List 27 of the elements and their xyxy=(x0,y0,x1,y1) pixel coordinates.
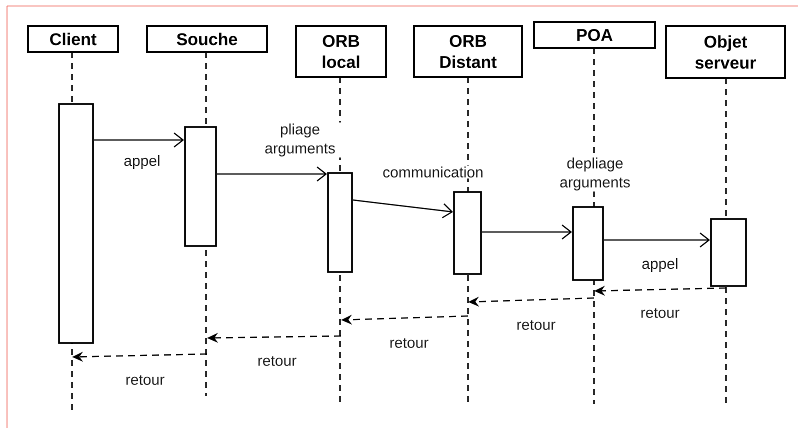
edge-label: pliage arguments xyxy=(259,122,341,158)
edge-label: appel xyxy=(640,257,680,273)
activation-bar xyxy=(58,103,94,344)
activation-bar xyxy=(572,206,604,281)
arrow xyxy=(94,132,184,148)
lifeline-header-box: POA xyxy=(533,21,656,49)
activation-bar xyxy=(184,126,217,247)
activation-bar xyxy=(710,218,747,287)
lifeline-header-box: Client xyxy=(27,25,119,53)
edge-label: retour xyxy=(639,307,681,319)
edge-label: retour xyxy=(515,319,557,331)
edge-label: communication xyxy=(382,166,484,178)
arrow xyxy=(604,232,710,248)
lifeline-header-box: ORB Distant xyxy=(413,25,523,78)
lifeline-header-box: ORB local xyxy=(295,25,387,78)
lifeline-header-box: Souche xyxy=(146,25,268,53)
lifeline-header-box: Objet serveur xyxy=(665,25,786,79)
activation-bar xyxy=(327,172,353,273)
activation-bar xyxy=(453,191,482,275)
arrow xyxy=(482,224,572,240)
arrow xyxy=(352,199,454,218)
arrow xyxy=(216,166,328,182)
edge-label: retour xyxy=(124,374,166,386)
edge-label: appel xyxy=(122,154,162,170)
edge-label: depliage arguments xyxy=(554,156,636,192)
edge-label: retour xyxy=(256,355,298,367)
edge-label: retour xyxy=(388,337,430,349)
